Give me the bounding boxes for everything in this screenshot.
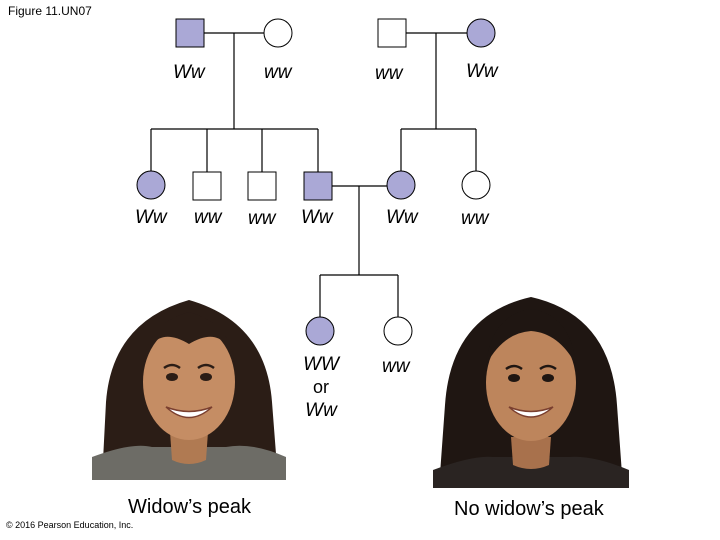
photo-no-widows-peak <box>433 285 629 488</box>
gen3-female-affected <box>305 316 335 346</box>
genotype-gen2-5: Ww <box>386 207 419 228</box>
genotype-gen2-4: Ww <box>301 207 334 228</box>
genotype-gen2-2: ww <box>194 207 223 228</box>
genotype-gen1-1: Ww <box>173 62 206 83</box>
gen3-female-unaffected <box>383 316 413 346</box>
gen2-male-unaffected-1 <box>192 171 222 201</box>
gen2-female-unaffected <box>461 170 491 200</box>
genotype-gen2-6: ww <box>461 208 490 229</box>
genotype-gen3-1-or: or <box>313 377 329 397</box>
photo-widows-peak <box>92 282 286 480</box>
gen2-female-affected-1 <box>136 170 166 200</box>
genotype-gen1-3: ww <box>375 63 404 84</box>
caption-no-widows-peak: No widow’s peak <box>454 498 604 520</box>
gen1-male-unaffected <box>377 18 407 48</box>
genotype-gen3-2: ww <box>382 356 411 377</box>
pedigree-lines <box>150 32 477 317</box>
genotype-gen1-2: ww <box>264 62 293 83</box>
gen1-male-affected <box>175 18 205 48</box>
genotype-gen2-3: ww <box>248 208 277 229</box>
gen2-male-unaffected-2 <box>247 171 277 201</box>
gen2-female-affected-2 <box>386 170 416 200</box>
genotype-gen3-1-option-b: Ww <box>305 400 338 421</box>
genotype-gen1-4: Ww <box>466 61 499 82</box>
copyright-notice: © 2016 Pearson Education, Inc. <box>6 520 134 530</box>
figure-label: Figure 11.UN07 <box>8 4 92 18</box>
caption-widows-peak: Widow’s peak <box>128 496 252 518</box>
genotype-gen3-1-option-a: WW <box>303 354 341 375</box>
gen1-female-affected <box>466 18 496 48</box>
gen1-female-unaffected <box>263 18 293 48</box>
genotype-gen2-1: Ww <box>135 207 168 228</box>
gen2-male-affected <box>303 171 333 201</box>
